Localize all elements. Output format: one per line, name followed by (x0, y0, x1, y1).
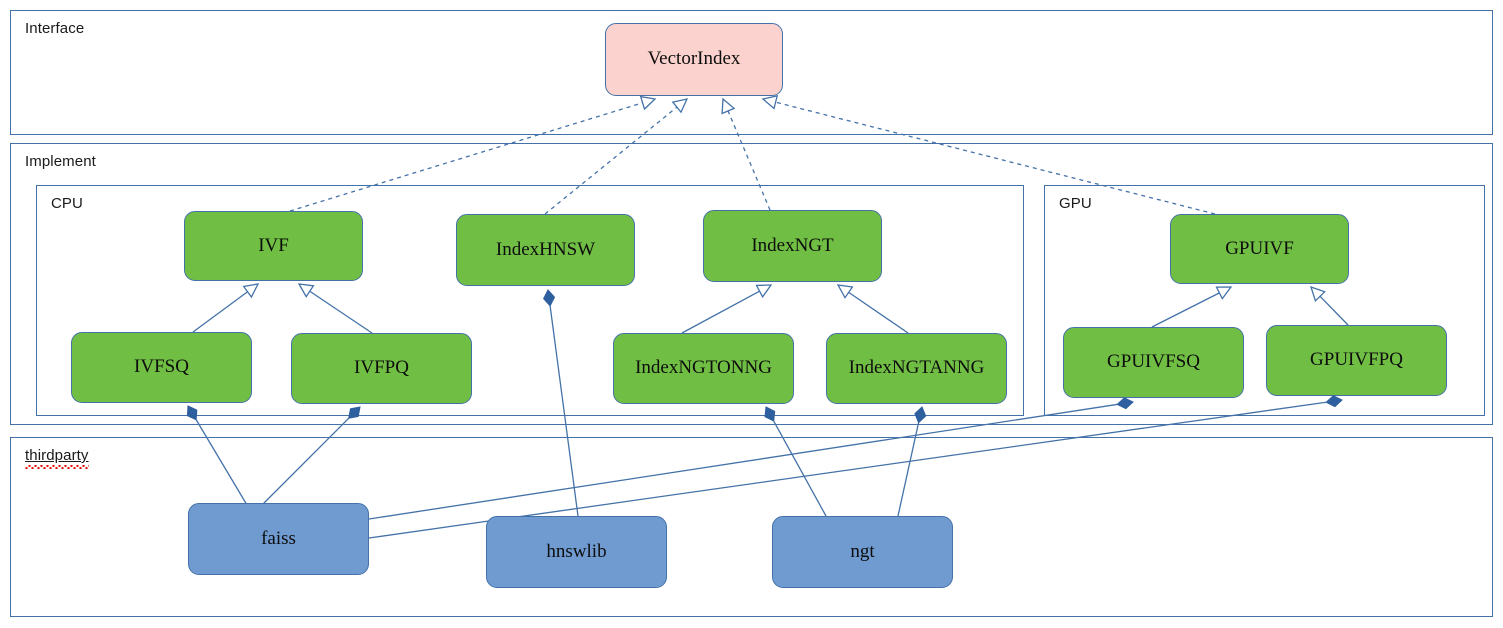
node-label: IVF (258, 234, 289, 256)
node-faiss[interactable]: faiss (188, 503, 369, 575)
group-thirdparty: thirdparty (10, 437, 1493, 617)
edge-inheritance-gpuivfpq-to-gpuivf (1319, 295, 1349, 326)
node-indexngt[interactable]: IndexNGT (703, 210, 882, 282)
node-ngt[interactable]: ngt (772, 516, 953, 588)
node-label: GPUIVFSQ (1107, 351, 1200, 373)
edge-inheritance-ivfsq-to-ivf (192, 291, 248, 333)
node-gpuivfsq[interactable]: GPUIVFSQ (1063, 327, 1244, 398)
node-vectorindex[interactable]: VectorIndex (605, 23, 783, 96)
node-label: IVFPQ (354, 357, 409, 379)
node-gpuivf[interactable]: GPUIVF (1170, 214, 1349, 284)
edge-realization-gpuivf-to-vectorindex (775, 101, 1216, 215)
edge-composition-ngt-to-indexngtanng (897, 422, 920, 517)
node-label: IndexHNSW (495, 238, 596, 260)
edge-composition-faiss-to-ivfsq (195, 419, 248, 506)
node-label: ngt (850, 540, 875, 562)
edge-composition-faiss-to-gpuivfsq (368, 403, 1118, 520)
edge-composition-ngt-to-indexngtonng (773, 420, 827, 517)
group-cpu: CPU (36, 185, 1024, 416)
node-indexngtonng[interactable]: IndexNGTONNG (613, 333, 794, 404)
node-label: faiss (261, 527, 296, 549)
node-ivf[interactable]: IVF (184, 211, 363, 281)
node-ivfsq[interactable]: IVFSQ (71, 332, 252, 403)
node-label: IndexNGTANNG (848, 357, 985, 379)
node-indexhnsw[interactable]: IndexHNSW (456, 214, 635, 286)
node-indexngtanng[interactable]: IndexNGTANNG (826, 333, 1007, 404)
edge-inheritance-ivfpq-to-ivf (309, 290, 373, 334)
node-label: hnswlib (546, 540, 607, 562)
node-hnswlib[interactable]: hnswlib (486, 516, 667, 588)
edge-composition-faiss-to-ivfpq (261, 417, 350, 506)
group-gpu: GPU (1044, 185, 1485, 416)
group-label-gpu: GPU (1059, 195, 1092, 212)
spellcheck-squiggle-icon (25, 465, 89, 469)
group-interface: Interface (10, 10, 1493, 135)
edge-realization-indexhnsw-to-vectorindex (544, 106, 678, 215)
node-label: GPUIVFPQ (1310, 349, 1403, 371)
node-label: IVFSQ (134, 356, 189, 378)
edge-inheritance-indexngtonng-to-indexngt (681, 290, 760, 334)
node-label: IndexNGTONNG (635, 357, 772, 379)
node-label: IndexNGT (751, 234, 834, 256)
group-label-cpu: CPU (51, 195, 83, 212)
group-implement: Implement (10, 143, 1493, 425)
edge-composition-faiss-to-gpuivfpq (368, 401, 1327, 539)
edge-inheritance-indexngtanng-to-indexngt (848, 291, 909, 334)
node-label: GPUIVF (1225, 237, 1294, 259)
edge-realization-ivf-to-vectorindex (289, 102, 643, 212)
node-label: VectorIndex (647, 48, 741, 70)
node-gpuivfpq[interactable]: GPUIVFPQ (1266, 325, 1447, 396)
edge-inheritance-gpuivfsq-to-gpuivf (1151, 292, 1220, 328)
edge-composition-hnswlib-to-indexhnsw (549, 305, 579, 517)
node-ivfpq[interactable]: IVFPQ (291, 333, 472, 404)
edge-realization-indexngt-to-vectorindex (727, 110, 771, 211)
group-label-implement: Implement (25, 153, 96, 170)
group-label-interface: Interface (25, 20, 85, 37)
group-label-thirdparty: thirdparty (25, 447, 89, 469)
